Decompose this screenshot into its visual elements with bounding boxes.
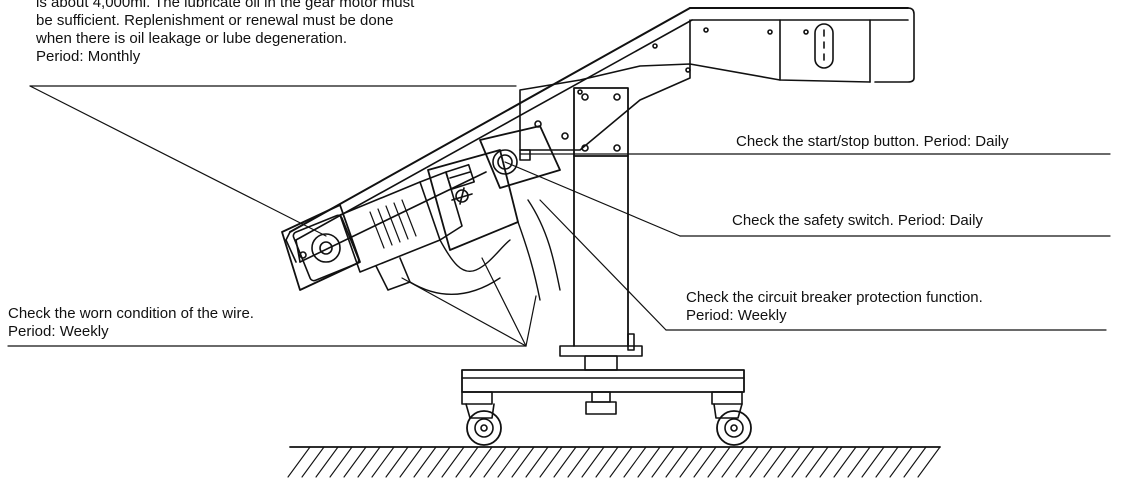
hatch-stroke <box>385 446 409 478</box>
hatch-stroke <box>581 446 605 478</box>
hatch-stroke <box>567 446 591 478</box>
start-stop-line-1: Check the start/stop button. Period: Dai… <box>736 133 1009 150</box>
wire-period: Period: Weekly <box>8 323 109 340</box>
hatch-stroke <box>539 446 563 478</box>
hatch-stroke <box>805 446 829 478</box>
hatch-stroke <box>819 446 843 478</box>
floor-hatching <box>287 446 941 478</box>
base-frame <box>461 369 745 415</box>
hatch-stroke <box>371 446 395 478</box>
leader-lines <box>7 85 1111 347</box>
hatch-stroke <box>357 446 381 478</box>
hatch-stroke <box>329 446 353 478</box>
motor-oil-line-3: when there is oil leakage or lube degene… <box>36 30 348 47</box>
hatch-stroke <box>399 446 423 478</box>
hatch-stroke <box>469 446 493 478</box>
circuit-breaker-period: Period: Weekly <box>686 307 787 324</box>
motor-oil-instructions: is about 4,000ml. The lubricate oil in t… <box>36 0 414 66</box>
hatch-stroke <box>917 446 941 478</box>
hatch-stroke <box>413 446 437 478</box>
gear-motor <box>281 171 463 291</box>
hatch-stroke <box>427 446 451 478</box>
caster-left <box>461 391 502 446</box>
hatch-stroke <box>483 446 507 478</box>
hatch-stroke <box>749 446 773 478</box>
hatch-stroke <box>861 446 885 478</box>
hatch-stroke <box>777 446 801 478</box>
hatch-stroke <box>791 446 815 478</box>
control-box <box>427 149 519 251</box>
hatch-stroke <box>693 446 717 478</box>
conveyor-frame <box>285 7 915 263</box>
hatch-stroke <box>735 446 759 478</box>
hatch-stroke <box>889 446 913 478</box>
circuit-breaker-line-1: Check the circuit breaker protection fun… <box>686 289 983 306</box>
hatch-stroke <box>455 446 479 478</box>
hatch-stroke <box>511 446 535 478</box>
hatch-stroke <box>595 446 619 478</box>
motor-oil-line-2: be sufficient. Replenishment or renewal … <box>36 12 394 29</box>
hatch-stroke <box>301 446 325 478</box>
hatch-stroke <box>609 446 633 478</box>
hatch-stroke <box>833 446 857 478</box>
hatch-stroke <box>525 446 549 478</box>
wire-line-1: Check the worn condition of the wire. <box>8 305 254 322</box>
circuit-breaker-note: Check the circuit breaker protection fun… <box>686 289 983 325</box>
hatch-stroke <box>637 446 661 478</box>
hatch-stroke <box>623 446 647 478</box>
safety-switch-line-1: Check the safety switch. Period: Daily <box>732 212 983 229</box>
hatch-stroke <box>441 446 465 478</box>
hatch-stroke <box>679 446 703 478</box>
motor-oil-period: Period: Monthly <box>36 48 141 65</box>
hatch-stroke <box>721 446 745 478</box>
cables <box>409 199 561 301</box>
start-stop-button-note: Check the start/stop button. Period: Dai… <box>736 133 1009 151</box>
hatch-stroke <box>497 446 521 478</box>
motor-oil-line-1: is about 4,000ml. The lubricate oil in t… <box>36 0 415 11</box>
support-column <box>559 87 643 371</box>
hatch-stroke <box>287 446 311 478</box>
safety-switch-note: Check the safety switch. Period: Daily <box>732 212 983 230</box>
safety-switch-housing <box>479 125 561 189</box>
caster-right <box>711 391 752 446</box>
hatch-stroke <box>665 446 689 478</box>
hatch-stroke <box>553 446 577 478</box>
hatch-stroke <box>707 446 731 478</box>
hatch-stroke <box>343 446 367 478</box>
hatch-stroke <box>315 446 339 478</box>
hatch-stroke <box>763 446 787 478</box>
hatch-stroke <box>903 446 927 478</box>
hatch-stroke <box>847 446 871 478</box>
hatch-stroke <box>875 446 899 478</box>
wire-condition-note: Check the worn condition of the wire. Pe… <box>8 305 254 341</box>
hatch-stroke <box>651 446 675 478</box>
